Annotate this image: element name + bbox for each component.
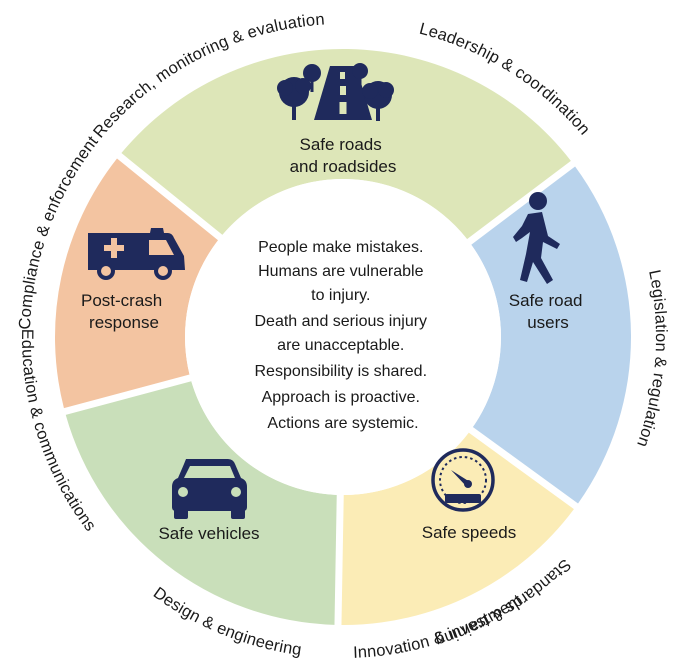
segment-safe-speeds — [341, 432, 574, 626]
label-safe-speeds: Safe speeds — [422, 523, 517, 542]
principle-line: Responsibility is shared. — [255, 363, 428, 380]
center-principles: People make mistakes. Humans are vulnera… — [255, 239, 432, 432]
car-icon — [172, 459, 247, 519]
label-post-crash-response: Post-crash response — [81, 291, 167, 332]
ambulance-icon — [88, 228, 185, 280]
principle-line: Humans are vulnerable — [258, 263, 424, 280]
principle-line: Death and serious injury — [255, 313, 428, 330]
label-safe-vehicles: Safe vehicles — [158, 524, 259, 543]
segment-safe-roads — [121, 48, 571, 240]
segment-safe-road-users — [471, 166, 631, 504]
principle-line: Actions are systemic. — [267, 415, 418, 432]
speedometer-icon — [431, 448, 495, 512]
road-trees-icon — [277, 63, 394, 121]
principle-line: People make mistakes. — [258, 239, 423, 256]
pedestrian-icon — [513, 192, 560, 284]
label-safe-roads: Safe roads and roadsides — [290, 135, 397, 176]
principle-line: are unacceptable. — [277, 337, 404, 354]
ring-label: Legislation & regulation — [633, 268, 670, 449]
principle-line: to injury. — [311, 287, 370, 304]
segment-post-crash-response — [55, 158, 219, 409]
center-circle — [185, 179, 501, 495]
principle-line: Approach is proactive. — [262, 389, 420, 406]
label-safe-road-users: Safe road users — [509, 291, 587, 332]
